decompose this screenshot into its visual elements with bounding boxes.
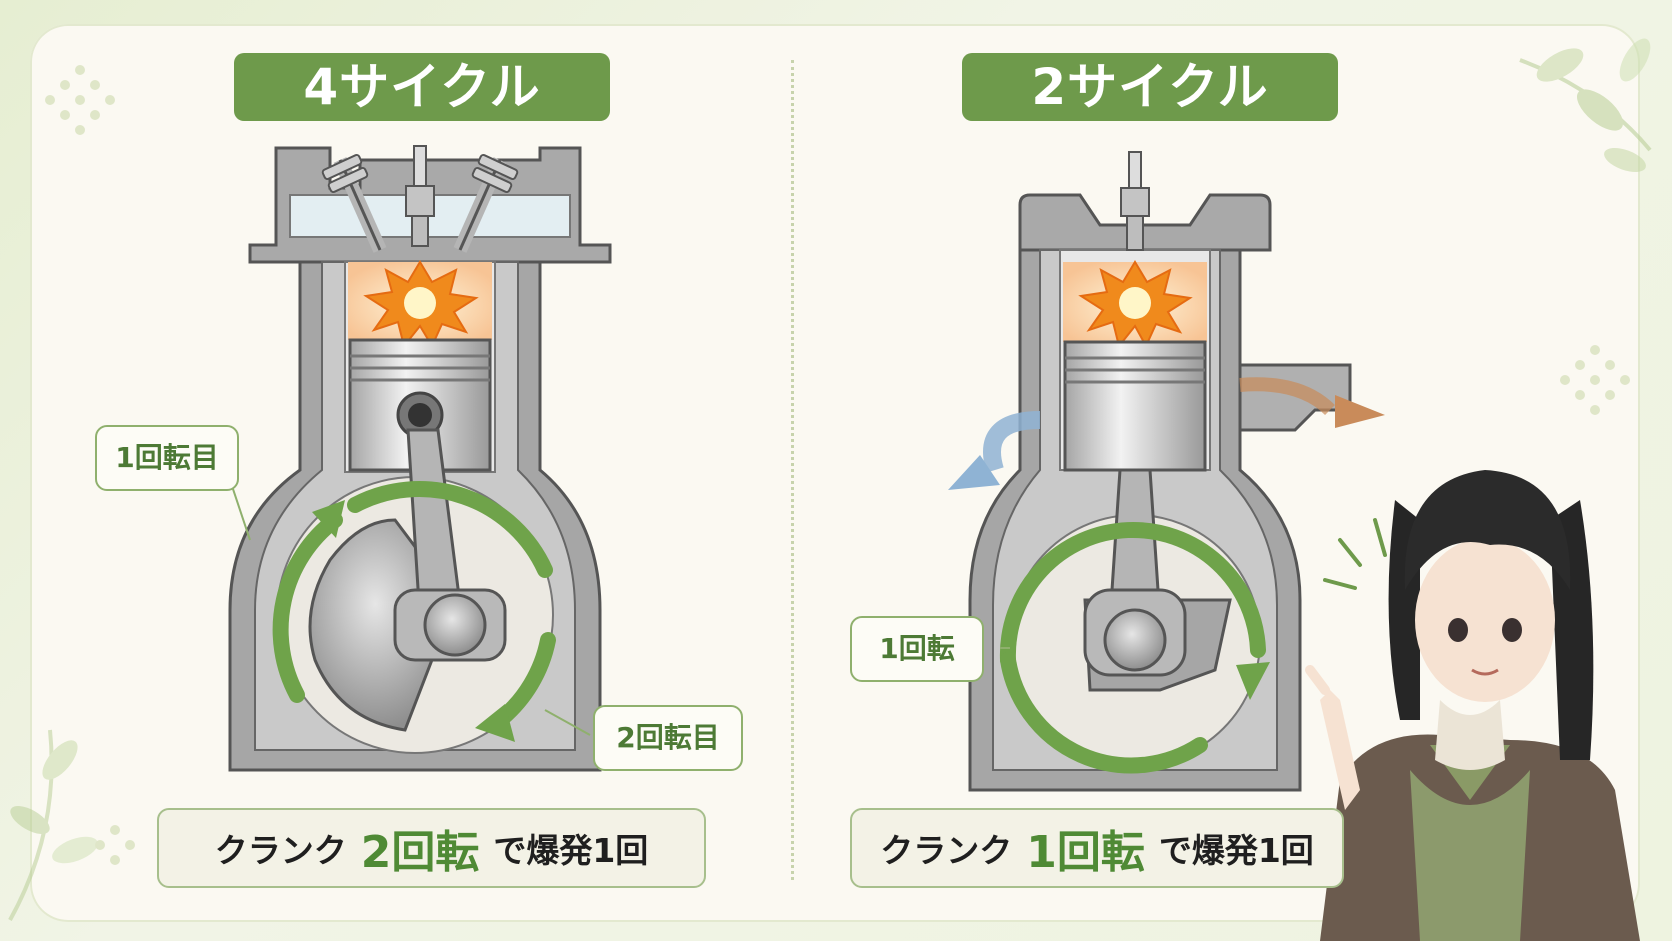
- caption-suffix: で爆発1回: [1158, 831, 1314, 870]
- leaf-decoration-icon: [1519, 38, 1652, 173]
- leaf-decoration-icon: [8, 729, 98, 921]
- spark-plug-icon: [1120, 151, 1150, 251]
- caption-highlight: 2回転: [360, 827, 480, 878]
- rotation-arrow-icon: [999, 521, 1266, 774]
- two-stroke-title: 2サイクル: [962, 53, 1338, 121]
- caption-suffix: で爆発1回: [493, 831, 649, 870]
- second-rotation-label: 2回転目: [593, 705, 743, 771]
- caption-prefix: クランク: [214, 831, 347, 870]
- guide-character: [1305, 470, 1640, 941]
- single-rotation-label: 1回転: [850, 616, 984, 682]
- caption-highlight: 1回転: [1026, 827, 1145, 878]
- spark-plug-icon: [405, 145, 435, 247]
- four-stroke-engine: [228, 145, 612, 772]
- first-rotation-label: 1回転目: [95, 425, 239, 491]
- caption-prefix: クランク: [880, 831, 1013, 870]
- two-stroke-engine: [948, 151, 1385, 792]
- dot-pattern-decoration: [45, 65, 1630, 865]
- two-stroke-caption: クランク 1回転 で爆発1回: [850, 808, 1344, 888]
- four-stroke-caption: クランク 2回転 で爆発1回: [157, 808, 706, 888]
- center-divider: [791, 60, 794, 880]
- four-stroke-title: 4サイクル: [234, 53, 610, 121]
